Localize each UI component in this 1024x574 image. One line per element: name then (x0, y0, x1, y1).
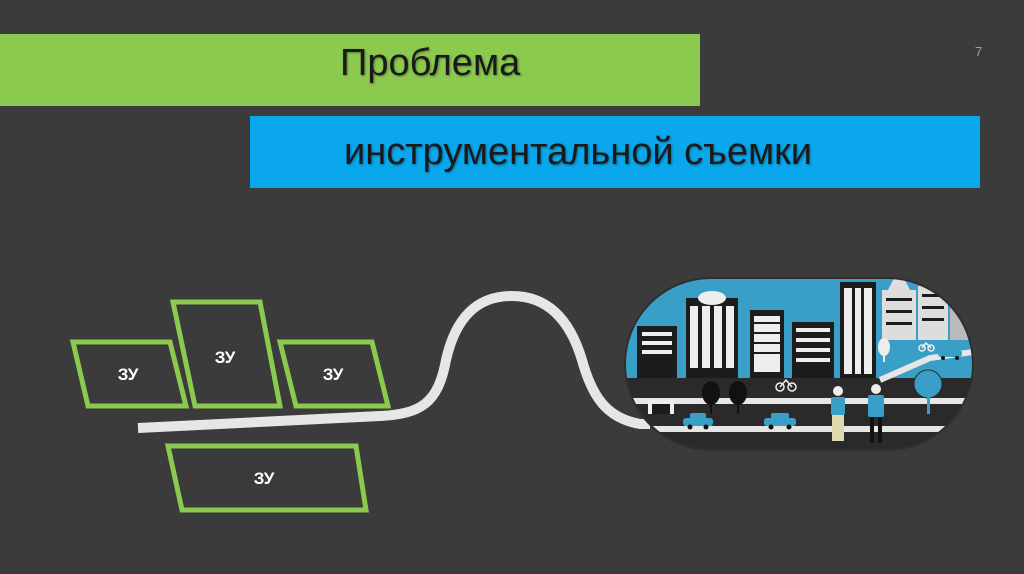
parcel: ЗУ (69, 339, 190, 409)
tree-icon (729, 381, 747, 414)
bicycle-icon (918, 341, 935, 352)
parcel: ЗУ (276, 339, 392, 409)
bicycle-icon (775, 378, 797, 392)
slide-title-line1: Проблема (340, 42, 521, 84)
building-icon (637, 326, 677, 378)
slide-title-line2: инструментальной съемки (344, 131, 812, 173)
building-icon (686, 291, 738, 378)
person-icon (831, 386, 845, 441)
road-path (137, 290, 650, 433)
building-icon (918, 286, 948, 340)
parcel: ЗУ (164, 443, 369, 513)
building-icon (792, 322, 834, 378)
car-icon (938, 350, 962, 360)
tree-icon (702, 381, 720, 414)
tree-icon (913, 369, 943, 414)
parcel-label: ЗУ (323, 365, 344, 384)
car-icon (764, 413, 796, 430)
slide-number: 7 (975, 44, 983, 59)
person-icon (868, 384, 884, 443)
building-icon (750, 310, 784, 378)
parcel-label: ЗУ (118, 365, 139, 384)
building-icon (840, 282, 876, 378)
title-bar-green (0, 34, 700, 106)
parcel: ЗУ (169, 299, 284, 409)
title-bar-blue (250, 116, 980, 188)
car-icon (683, 413, 713, 430)
tree-icon (878, 338, 890, 362)
parcel-label: ЗУ (215, 348, 236, 367)
city-illustration-icon (625, 278, 973, 450)
parcel-label: ЗУ (254, 469, 275, 488)
